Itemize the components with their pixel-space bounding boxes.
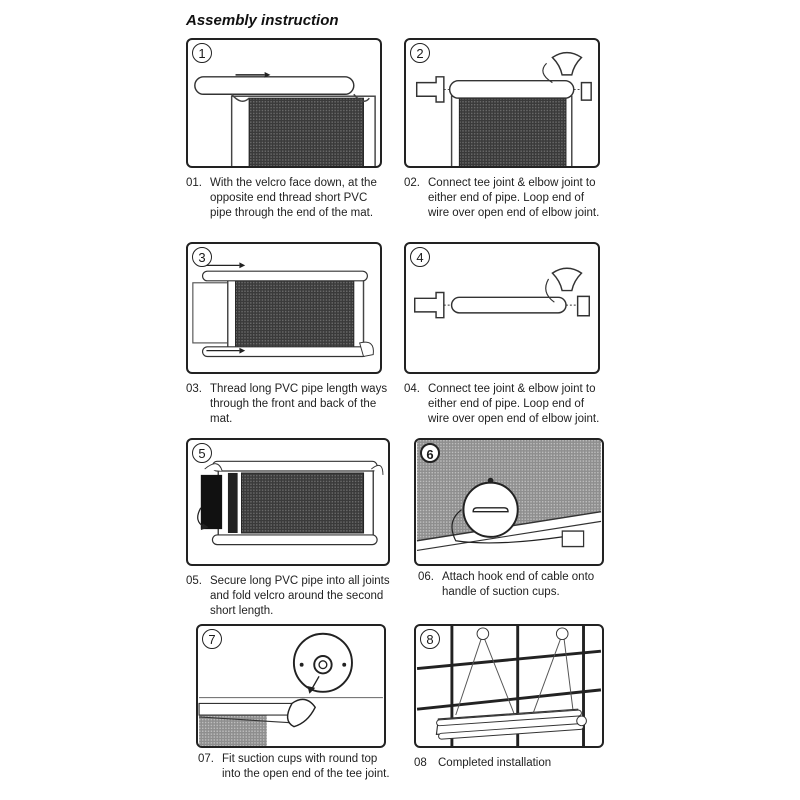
step-4-drawing bbox=[414, 267, 590, 319]
step-2-drawing bbox=[415, 51, 592, 166]
step-3-drawing bbox=[192, 262, 374, 358]
step-6-drawing bbox=[416, 440, 602, 564]
step-2-badge: 2 bbox=[410, 43, 430, 63]
step-1-caption: 01. With the velcro face down, at the op… bbox=[186, 176, 386, 221]
step-2-number: 02. bbox=[404, 177, 420, 189]
step-2-caption: 02. Connect tee joint & elbow joint to e… bbox=[404, 176, 604, 221]
step-8-illustration: 8 bbox=[414, 624, 604, 748]
step-7-caption: 07. Fit suction cups with round top into… bbox=[198, 752, 398, 782]
step-5-illustration: 5 bbox=[186, 438, 390, 566]
step-7-number: 07. bbox=[198, 753, 214, 765]
step-5-number: 05. bbox=[186, 575, 202, 587]
step-5-badge: 5 bbox=[192, 443, 212, 463]
step-1-badge: 1 bbox=[192, 43, 212, 63]
step-3-number: 03. bbox=[186, 383, 202, 395]
step-7-text: Fit suction cups with round top into the… bbox=[222, 753, 390, 780]
step-1-number: 01. bbox=[186, 177, 202, 189]
step-8-number: 08 bbox=[414, 757, 427, 769]
step-3-badge: 3 bbox=[192, 247, 212, 267]
step-8-caption: 08 Completed installation bbox=[414, 756, 604, 771]
step-4-illustration: 4 bbox=[404, 242, 600, 374]
step-4-text: Connect tee joint & elbow joint to eithe… bbox=[428, 383, 600, 425]
step-7-badge: 7 bbox=[202, 629, 222, 649]
step-2-illustration: 2 bbox=[404, 38, 600, 168]
step-6-caption: 06. Attach hook end of cable onto handle… bbox=[418, 570, 608, 600]
step-3-text: Thread long PVC pipe length ways through… bbox=[210, 383, 388, 425]
step-6-number: 06. bbox=[418, 571, 434, 583]
step-5-caption: 05. Secure long PVC pipe into all joints… bbox=[186, 574, 396, 619]
step-1-text: With the velcro face down, at the opposi… bbox=[210, 177, 377, 219]
step-5-drawing bbox=[197, 460, 384, 546]
step-6-badge: 6 bbox=[420, 443, 440, 463]
step-3-caption: 03. Thread long PVC pipe length ways thr… bbox=[186, 382, 398, 427]
step-8-drawing bbox=[416, 626, 602, 746]
step-1-drawing bbox=[194, 71, 376, 166]
step-8-text: Completed installation bbox=[438, 757, 552, 769]
step-7-drawing bbox=[198, 632, 383, 746]
step-8-badge: 8 bbox=[420, 629, 440, 649]
step-7-illustration: 7 bbox=[196, 624, 386, 748]
step-4-badge: 4 bbox=[410, 247, 430, 267]
step-3-illustration: 3 bbox=[186, 242, 382, 374]
step-4-number: 04. bbox=[404, 383, 420, 395]
step-4-caption: 04. Connect tee joint & elbow joint to e… bbox=[404, 382, 604, 427]
step-1-illustration: 1 bbox=[186, 38, 382, 168]
page-title: Assembly instruction bbox=[186, 12, 339, 29]
step-6-illustration: 6 bbox=[414, 438, 604, 566]
step-6-text: Attach hook end of cable onto handle of … bbox=[442, 571, 595, 598]
step-2-text: Connect tee joint & elbow joint to eithe… bbox=[428, 177, 600, 219]
step-5-text: Secure long PVC pipe into all joints and… bbox=[210, 575, 390, 617]
